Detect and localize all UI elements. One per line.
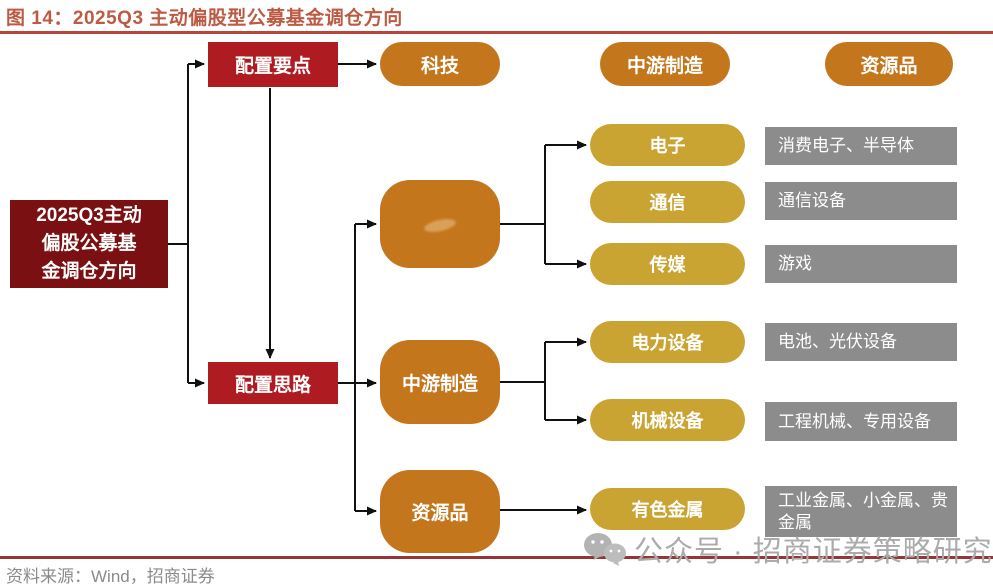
root-label-line2: 偏股公募基 xyxy=(41,233,137,254)
pill-midstream-manufacturing: 中游制造 xyxy=(600,42,730,86)
pill-technology: 科技 xyxy=(380,42,500,86)
footer-rule xyxy=(0,556,993,559)
source-note: 资料来源：Wind，招商证券 xyxy=(6,567,215,586)
detail-battery-pv-equipment: 电池、光伏设备 xyxy=(765,323,957,361)
figure-title: 图 14：2025Q3 主动偏股型公募基金调仓方向 xyxy=(6,8,403,29)
pill-nonferrous-metals: 有色金属 xyxy=(590,488,745,530)
pill-telecom: 通信 xyxy=(590,181,745,223)
watermark: 公众号 · 招商证券策略研究 xyxy=(583,528,993,570)
pill-media: 传媒 xyxy=(590,243,745,285)
node-root: 2025Q3主动 偏股公募基 金调仓方向 xyxy=(10,200,168,288)
pill-electronics: 电子 xyxy=(590,124,745,166)
pill-machinery: 机械设备 xyxy=(590,399,745,441)
node-stage-midstream-manufacturing: 中游制造 xyxy=(380,340,500,424)
detail-construction-special-machinery: 工程机械、专用设备 xyxy=(765,402,957,441)
node-allocation-key-points: 配置要点 xyxy=(208,42,338,87)
node-stage-tech-blank xyxy=(380,180,500,268)
root-label: 2025Q3主动 偏股公募基 金调仓方向 xyxy=(36,202,142,286)
node-allocation-idea: 配置思路 xyxy=(208,362,338,404)
title-rule xyxy=(0,31,993,34)
watermark-text: 公众号 · 招商证券策略研究 xyxy=(634,536,993,568)
detail-telecom-equipment: 通信设备 xyxy=(765,182,957,220)
detail-games: 游戏 xyxy=(765,245,957,283)
root-label-line3: 金调仓方向 xyxy=(41,261,137,282)
pill-resources: 资源品 xyxy=(825,42,953,86)
wechat-icon xyxy=(584,533,626,566)
node-stage-resources: 资源品 xyxy=(380,470,500,553)
detail-industrial-minor-precious-metals: 工业金属、小金属、贵金属 xyxy=(765,486,957,537)
pill-power-equipment: 电力设备 xyxy=(590,321,745,363)
detail-consumer-electronics-semis: 消费电子、半导体 xyxy=(765,127,957,165)
root-label-line1: 2025Q3主动 xyxy=(36,205,142,226)
